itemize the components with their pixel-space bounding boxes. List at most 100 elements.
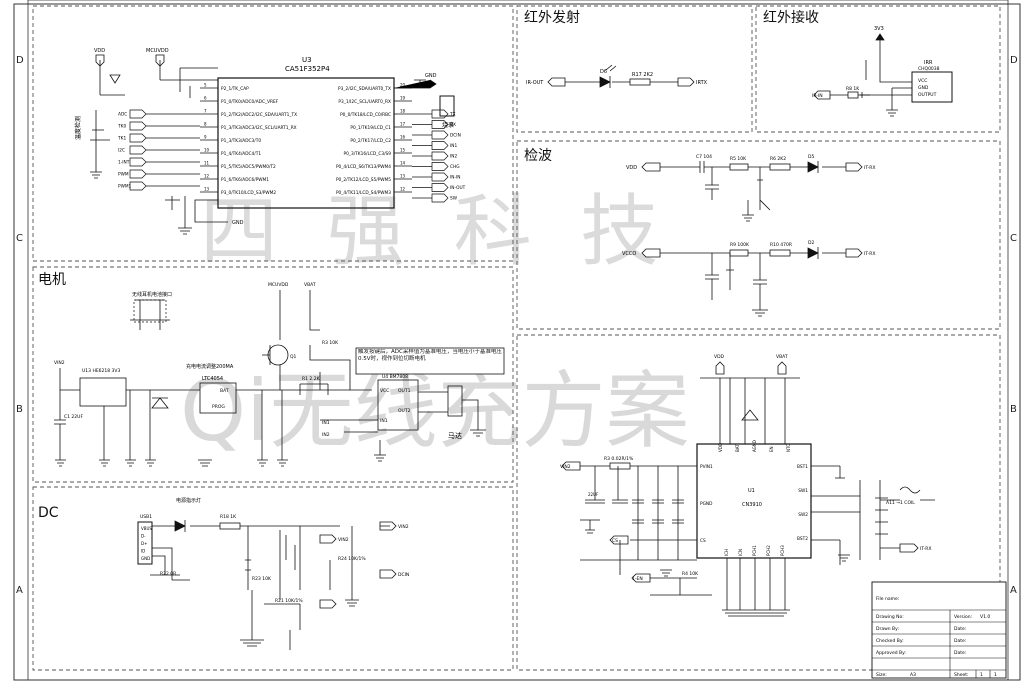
tb-date3: Date: <box>954 650 966 656</box>
dc-net-dcin: DCIN <box>398 572 409 578</box>
section-title-dc: DC <box>38 505 59 521</box>
label-temp-detect: 温度检测 <box>74 116 82 140</box>
mcu-right-net: SW <box>450 196 458 202</box>
dc-r18: R18 1K <box>220 514 237 520</box>
mcu-left-pin-number: 13 <box>204 187 210 192</box>
detect-d2: D2 <box>808 240 814 246</box>
net-gnd-top: GND <box>425 73 437 79</box>
boost-cap: 22UF <box>588 492 599 497</box>
mcu-right-pin-number: 14 <box>400 161 406 166</box>
motor-bat: BAT <box>220 388 229 394</box>
motor-driver-out2: OUT2 <box>398 408 411 414</box>
boost-bottom-pin: PCH1 <box>752 545 757 556</box>
ir-rx-net-vcc: 3V3 <box>874 26 884 32</box>
boost-net-itrx: IT-RX <box>920 546 932 552</box>
mcu-left-pin: P1_2/TK2/ADC2/I2C_SDA/UART1_TX <box>221 112 297 118</box>
boost-bottom-pin: PCH3 <box>780 545 785 556</box>
zone-row-D-right: D <box>1010 55 1018 66</box>
motor-charger-ic: LTC4054 <box>202 376 223 382</box>
motor-label: 马达 <box>448 431 462 440</box>
ir-rx-module <box>911 71 953 103</box>
tb-approved-by: Approved By: <box>876 650 906 656</box>
motor-note-box <box>355 347 505 375</box>
mcu-left-pin-number: 12 <box>204 174 210 179</box>
detect-d5: D5 <box>808 154 814 160</box>
mcu-right-net: RX <box>450 122 456 128</box>
mcu-right-pin: P0_3/TK16/LCD_C3/S9 <box>343 151 391 157</box>
usb-pin: D- <box>141 534 146 539</box>
watermark-top: 四 强 科 技 <box>200 187 670 277</box>
motor-net-in2: IN2 <box>322 432 330 438</box>
boost-net-en: 1-EN <box>632 576 643 582</box>
zone-row-B-left: B <box>16 404 23 415</box>
mcu-right-pin: P3_2/I2C_SDA/UART0_TX <box>338 86 391 92</box>
boost-top-pin: EN <box>769 446 774 452</box>
mcu-left-pin-number: 11 <box>204 161 210 166</box>
tb-date2: Date: <box>954 638 966 644</box>
ir-rx-net-in: IR-IN <box>812 93 823 99</box>
mcu-right-pin-number: 20 <box>400 83 406 88</box>
ir-tx-net-out: IRTX <box>696 80 708 86</box>
mcu-right-pin-number: 15 <box>400 148 406 153</box>
mcu-left-pin: P1_3/TK3/ADC3/T0 <box>221 138 261 144</box>
mcu-left-net: I2C <box>118 148 125 154</box>
boost-part: CN3910 <box>742 502 762 508</box>
motor-driver-in1: IN1 <box>380 418 388 424</box>
zone-row-A-left: A <box>16 585 23 596</box>
detect-out2: IT-RX <box>864 251 876 257</box>
title-block: File name: Drawing No: Version: V1.0 Dra… <box>871 581 1007 679</box>
boost-bottom-pin: PCH2 <box>766 545 771 556</box>
mcu-right-pin: P3_1/I2C_SCL/UART0_RX <box>338 99 391 105</box>
boost-ref: U1 <box>748 488 755 494</box>
motor-net-in1: IN1 <box>322 420 330 426</box>
detect-r9: R9 100K <box>730 242 750 248</box>
boost-bottom-pin: ICN <box>738 549 743 556</box>
mcu-left-pin: P3_0/TK10/LCD_S3/PWM2 <box>221 190 276 196</box>
boost-right-pin: SW2 <box>798 512 808 518</box>
zone-row-C-left: C <box>16 233 23 244</box>
motor-c1: C1 22UF <box>64 414 83 420</box>
boost-right-pin: BST2 <box>797 536 808 542</box>
motor-section: 无线耳机电池接口 U13 HE6218 3V3 充电电流调整200MA LTC4… <box>54 282 505 467</box>
mcu-left-pin: P1_3/TK3/ADC3/I2C_SCL/UART1_RX <box>221 125 297 131</box>
boost-top-pin: AGND <box>752 440 757 452</box>
usb-pin: D+ <box>141 541 147 546</box>
boost-right-pin: SW1 <box>798 488 808 494</box>
usb-pin: VBUS <box>141 526 152 531</box>
dc-net-vin2b: VIN2 <box>338 537 349 543</box>
motor-net-mcuvdd: MCUVDD <box>268 282 289 288</box>
tb-file-name: File name: <box>876 596 899 602</box>
mcu-left-pin-number: 9 <box>204 135 207 140</box>
mcu-right-pin-number: 19 <box>400 96 406 101</box>
mcu-part: CA51F352P4 <box>285 65 330 73</box>
motor-note-left: 无线耳机电池接口 <box>132 291 172 298</box>
mcu-left-pin-number: 6 <box>204 96 207 101</box>
mcu-left-pin-number: 10 <box>204 148 210 153</box>
motor-net-vbat: VBAT <box>304 282 316 288</box>
mcu-right-pin: P0_2/TK17/LCD_C2 <box>350 138 391 144</box>
section-title-motor: 电机 <box>38 272 66 288</box>
detect-c7: C7 104 <box>696 154 712 160</box>
motor-note: 触发按键后，ADC采样值为基准电压，当电压小于基准电压0.5V时，视作到位切断电… <box>358 349 502 362</box>
mcu-right-pin: P0_4/LCD_S6/TK13/PWM4 <box>336 164 391 170</box>
ir-tx-net-in: IR-OUT <box>526 80 544 86</box>
dc-r24: R24 10K/1% <box>338 556 366 562</box>
mcu-left-pin-number: 7 <box>204 109 207 114</box>
ir-tx-resistor: R17 2K2 <box>632 72 653 78</box>
ir-rx-ref: IRR <box>924 60 933 66</box>
zone-row-C-right: C <box>1010 233 1017 244</box>
tb-drawing-no: Drawing No: <box>876 614 904 620</box>
section-title-detect: 检波 <box>524 148 552 164</box>
boost-net-cs: CS <box>612 538 618 544</box>
mcu-right-pin-number: 17 <box>400 122 406 127</box>
motor-prog: PROG <box>212 404 225 410</box>
mcu-right-pin-number: 13 <box>400 174 406 179</box>
motor-driver-out1: OUT1 <box>398 388 411 394</box>
zone-row-A-right: A <box>1010 585 1017 596</box>
mcu-right-pins: P3_2/I2C_SDA/UART0_TX 20P3_1/I2C_SCL/UART… <box>336 83 412 196</box>
mcu-left-net: PWM <box>118 172 129 178</box>
